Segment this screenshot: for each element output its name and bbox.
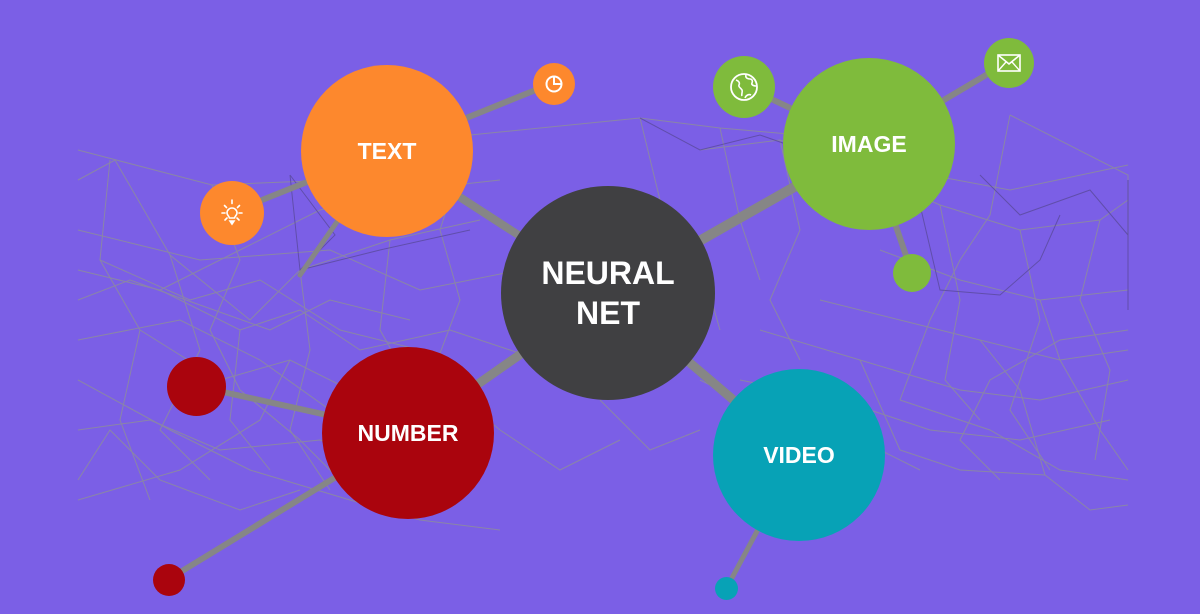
text-satellite-lightbulb: [200, 181, 264, 245]
text-node-label: TEXT: [357, 137, 417, 164]
pie-chart-icon: [545, 75, 563, 93]
lightbulb-icon: [221, 199, 243, 226]
image-node-label: IMAGE: [831, 130, 907, 157]
number-node-label: NUMBER: [357, 419, 459, 446]
image-satellite-globe: [713, 56, 775, 118]
text-node: TEXT: [301, 65, 473, 237]
video-satellite-dot: [715, 577, 738, 600]
video-node-label: VIDEO: [763, 441, 835, 468]
video-node: VIDEO: [713, 369, 885, 541]
image-satellite-dot: [893, 254, 931, 292]
number-node: NUMBER: [322, 347, 494, 519]
neural-net-center-node: NEURAL NET: [501, 186, 715, 400]
center-node-label: NEURAL NET: [541, 255, 675, 331]
number-satellite-dot-upper: [167, 357, 226, 416]
text-satellite-pie: [533, 63, 575, 105]
globe-icon: [730, 73, 758, 101]
image-node: IMAGE: [783, 58, 955, 230]
image-satellite-envelope: [984, 38, 1034, 88]
number-satellite-dot-lower: [153, 564, 185, 596]
envelope-icon: [997, 54, 1021, 72]
